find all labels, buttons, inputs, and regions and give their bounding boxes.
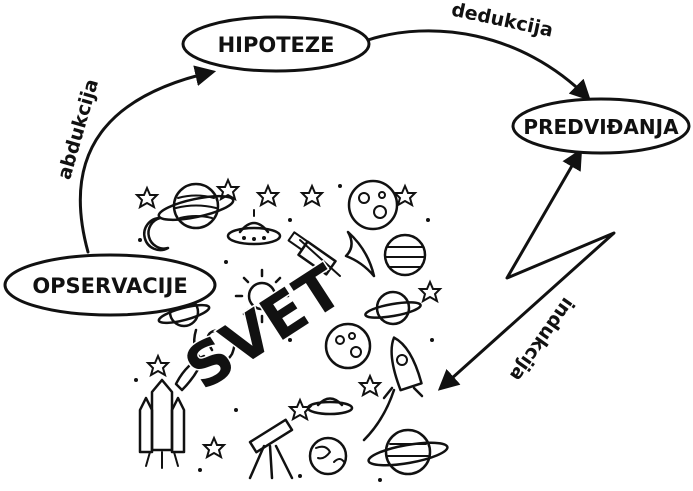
ringed-planet-icon bbox=[157, 184, 235, 228]
moon-icon bbox=[144, 218, 168, 250]
asteroid-icon bbox=[326, 324, 370, 368]
space-shuttle-icon bbox=[140, 380, 184, 468]
observations-node: OPSERVACIJE bbox=[5, 255, 215, 315]
observations-label: OPSERVACIJE bbox=[32, 274, 187, 298]
deduction-arrow bbox=[368, 31, 588, 98]
induction-label: indukcija bbox=[505, 293, 579, 385]
striped-planet-icon bbox=[385, 235, 425, 275]
earth-icon bbox=[310, 438, 346, 474]
cratered-planet-icon bbox=[349, 181, 397, 229]
hypotheses-node: HIPOTEZE bbox=[183, 17, 369, 71]
ufo-icon bbox=[228, 210, 280, 244]
small-ringed-planet-icon bbox=[364, 292, 421, 324]
hypotheses-label: HIPOTEZE bbox=[218, 33, 335, 57]
small-ufo-icon bbox=[308, 399, 352, 415]
saturn-icon bbox=[367, 430, 449, 474]
shooting-star-icon bbox=[364, 390, 394, 440]
abduction-label: abdukcija bbox=[53, 77, 103, 182]
telescope-icon bbox=[250, 420, 292, 478]
rocket-icon bbox=[384, 334, 422, 398]
predictions-node: PREDVIĐANJA bbox=[513, 99, 689, 153]
comet-icon bbox=[346, 232, 374, 276]
predictions-label: PREDVIĐANJA bbox=[523, 115, 679, 139]
